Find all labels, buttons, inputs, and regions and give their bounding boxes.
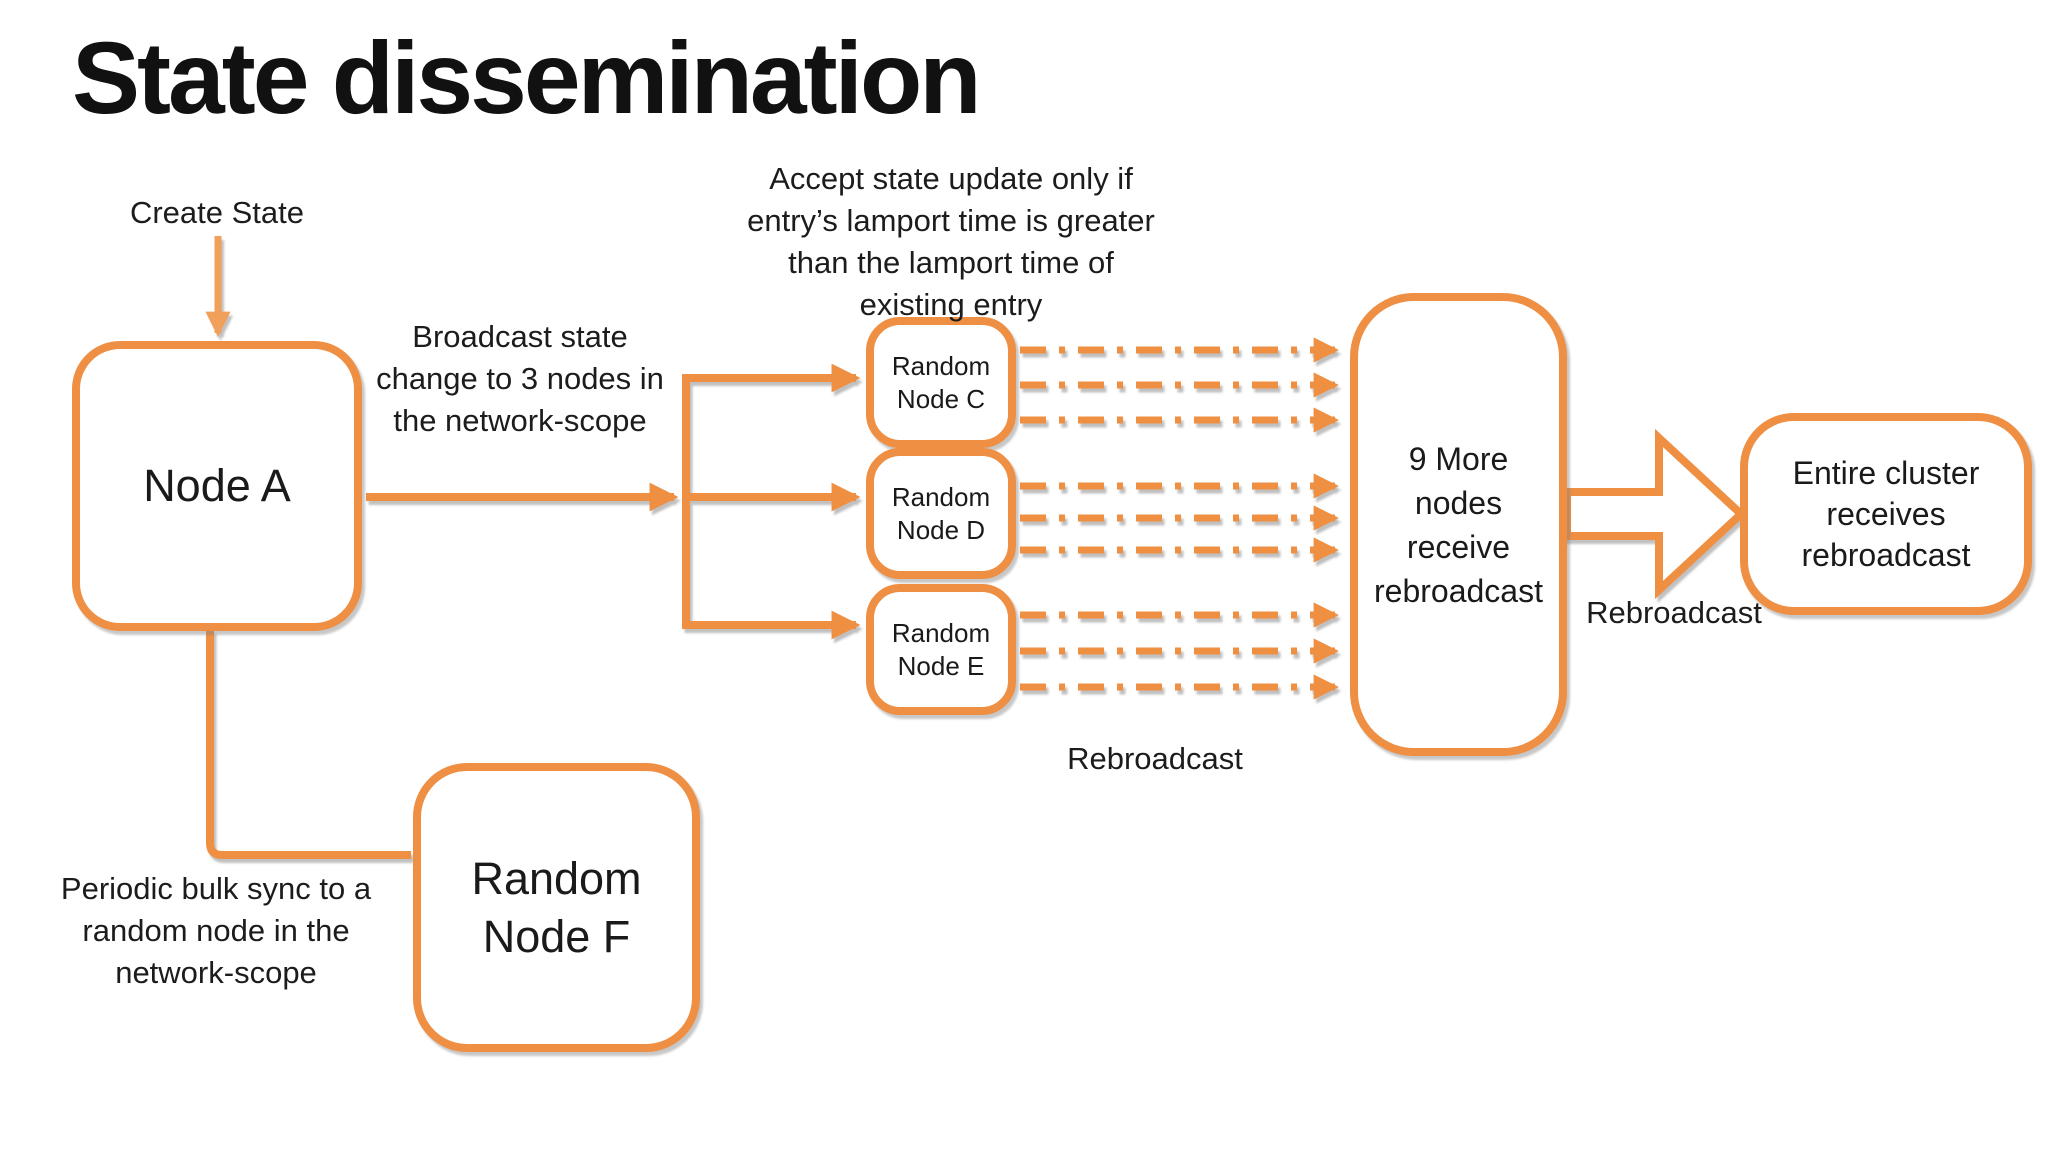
nine-more-nodes-label: 9 More nodes receive rebroadcast	[1374, 440, 1543, 609]
node-a-label: Node A	[143, 460, 291, 511]
rebroadcast-block-arrow	[1563, 428, 1747, 600]
page-title: State dissemination	[72, 21, 982, 135]
nine-more-nodes-box: 9 More nodes receive rebroadcast	[1350, 293, 1567, 756]
rebroadcast-label-right: Rebroadcast	[1586, 595, 1762, 630]
rebroadcast-label-left: Rebroadcast	[1067, 741, 1243, 776]
create-state-label: Create State	[129, 195, 305, 230]
node-d-box: Random Node D	[866, 448, 1016, 579]
node-f-label: Random Node F	[471, 852, 642, 962]
entire-cluster-label: Entire cluster receives rebroadcast	[1792, 454, 1980, 573]
node-c-label: Random Node C	[891, 350, 991, 414]
entire-cluster-box: Entire cluster receives rebroadcast	[1740, 413, 2032, 615]
broadcast-note: Broadcast state change to 3 nodes in the…	[376, 319, 664, 438]
node-c-box: Random Node C	[866, 317, 1016, 448]
accept-note: Accept state update only if entry’s lamp…	[747, 161, 1155, 322]
node-f-box: Random Node F	[413, 763, 700, 1052]
node-d-label: Random Node D	[891, 481, 991, 545]
periodic-sync-note: Periodic bulk sync to a random node in t…	[60, 871, 372, 990]
node-e-box: Random Node E	[866, 584, 1016, 715]
bulk-sync-connector	[206, 630, 411, 859]
node-a-box: Node A	[72, 341, 362, 631]
node-e-label: Random Node E	[891, 617, 991, 681]
